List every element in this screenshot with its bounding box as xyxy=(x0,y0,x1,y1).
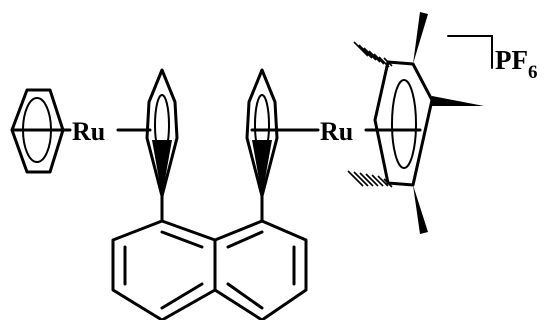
wedge-bond xyxy=(252,140,272,196)
counterion-label: PF6 xyxy=(495,45,538,83)
counterion-subscript: 6 xyxy=(528,62,538,83)
benzene-left xyxy=(10,88,72,174)
charge-bracket xyxy=(447,35,493,69)
double-bond xyxy=(226,230,264,249)
ru-right-label: Ru xyxy=(320,117,353,146)
aromatic-circle xyxy=(254,94,270,156)
naphthalene-core xyxy=(111,219,308,320)
ru-left-label: Ru xyxy=(72,117,105,146)
naphthalene-right-ring xyxy=(213,219,308,320)
arene-middle-left xyxy=(116,68,179,223)
arene-middle-right xyxy=(245,68,320,223)
double-bond xyxy=(160,230,204,249)
aromatic-circle xyxy=(391,79,417,169)
methyl-wedge-top xyxy=(413,12,428,64)
wedge-bond xyxy=(152,140,172,196)
methyl-hash-lower-left xyxy=(347,170,393,188)
double-bond xyxy=(226,282,264,310)
aromatic-circle xyxy=(154,94,170,156)
double-bond xyxy=(160,282,204,310)
methyl-hash-upper-left xyxy=(353,41,393,68)
hexamethylbenzene xyxy=(347,12,484,234)
methyl-wedge-right xyxy=(432,96,484,106)
methyl-wedge-bottom xyxy=(413,185,428,234)
